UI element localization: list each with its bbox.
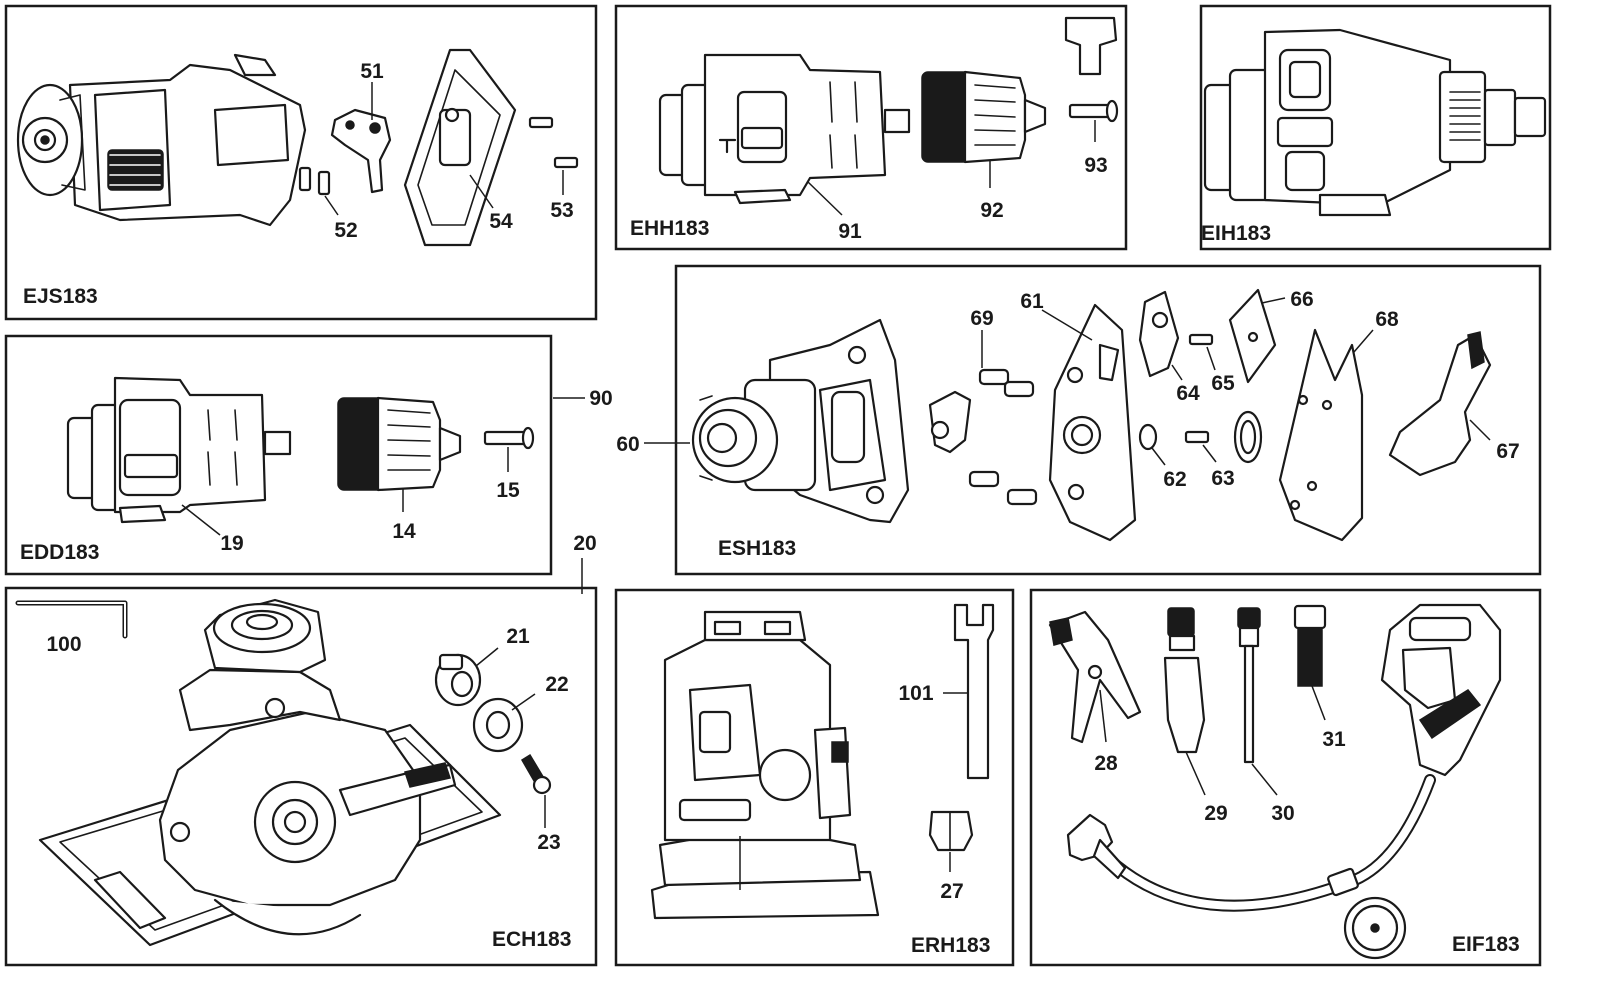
part-number-22: 22: [545, 673, 568, 696]
panel-ech183-frame: [4, 586, 598, 967]
panel-esh183: 60 69 61 64 65 66 68 62 63 67 ESH183: [616, 264, 1542, 576]
panel-eih183: EIH183: [1199, 4, 1552, 251]
part-number-66: 66: [1290, 288, 1313, 311]
part-67-finger-attachment: [1388, 331, 1492, 477]
part-28-clip: [1048, 610, 1142, 744]
part-number-63: 63: [1211, 467, 1234, 490]
panel-ech183: 100 21 22 23 ECH183: [4, 586, 598, 967]
shared-callout-90: 90: [553, 387, 613, 410]
router-drawing: [650, 610, 880, 920]
model-label-ehh183: EHH183: [630, 217, 709, 240]
part-number-101: 101: [898, 682, 933, 705]
part-number-29: 29: [1204, 802, 1227, 825]
panel-edd183-frame: [4, 334, 553, 576]
part-14-chuck: [337, 396, 462, 512]
impact-head-drawing: [1203, 28, 1547, 217]
part-number-20: 20: [573, 532, 596, 555]
part-number-64: 64: [1176, 382, 1200, 405]
part-30-needle: [1237, 607, 1278, 796]
part-number-53: 53: [550, 199, 573, 222]
part-66-plate: [1228, 288, 1286, 384]
part-number-52: 52: [334, 219, 357, 242]
drill-driver-head-drawing: [66, 376, 292, 536]
panel-ehh183: 91 92 93 EHH183: [614, 4, 1128, 251]
part-52-screws: [298, 166, 339, 216]
hammer-drill-head-drawing: [658, 53, 911, 216]
part-number-93: 93: [1084, 154, 1107, 177]
sander-small-parts: [928, 330, 1038, 506]
part-54-base-plate: [403, 48, 517, 247]
part-number-68: 68: [1375, 308, 1399, 331]
model-label-esh183: ESH183: [718, 537, 796, 560]
part-number-28: 28: [1094, 752, 1118, 775]
part-number-15: 15: [496, 479, 520, 502]
part-53-screws: [528, 116, 579, 195]
part-93-screw-and-key: [1064, 16, 1119, 142]
part-number-21: 21: [506, 625, 530, 648]
part-27-collet: [928, 810, 974, 872]
model-label-eih183: EIH183: [1201, 222, 1271, 245]
part-22-washer: [472, 693, 536, 753]
part-63-screw-and-ring: [1184, 410, 1263, 464]
model-label-ejs183: EJS183: [23, 285, 98, 308]
part-number-19: 19: [220, 532, 243, 555]
part-number-61: 61: [1020, 290, 1044, 313]
part-number-31: 31: [1322, 728, 1346, 751]
part-number-67: 67: [1496, 440, 1519, 463]
part-68-sanding-pad: [1278, 328, 1374, 542]
part-number-90: 90: [589, 387, 612, 410]
model-label-ech183: ECH183: [492, 928, 571, 951]
part-number-14: 14: [392, 520, 416, 543]
part-number-100: 100: [46, 633, 81, 656]
part-number-27: 27: [940, 880, 963, 903]
part-number-69: 69: [970, 307, 993, 330]
part-number-62: 62: [1163, 468, 1186, 491]
part-15-screw: [483, 426, 535, 472]
part-number-54: 54: [489, 210, 513, 233]
part-64-clip: [1138, 290, 1183, 381]
panel-erh183-frame: [614, 588, 1015, 967]
part-number-30: 30: [1271, 802, 1294, 825]
shared-callout-20: 20: [573, 532, 597, 594]
part-92-chuck: [921, 70, 1047, 188]
inflator-hose-drawing: [1066, 603, 1502, 960]
panel-ejs183: 51 52 54 53 EJS183: [4, 4, 598, 321]
model-label-edd183: EDD183: [20, 541, 99, 564]
part-31-adapter: [1293, 604, 1327, 721]
model-label-erh183: ERH183: [911, 934, 990, 957]
part-number-92: 92: [980, 199, 1003, 222]
part-23-bolt: [520, 753, 552, 828]
jigsaw-head-drawing: [16, 53, 307, 227]
part-65-screw: [1188, 333, 1216, 371]
part-100-hex-key: [15, 600, 128, 639]
sander-head-drawing: [691, 318, 910, 524]
part-69-sleeve-a: [978, 368, 1010, 386]
part-61-pad-base: [1041, 303, 1137, 542]
circular-saw-drawing: [38, 598, 502, 947]
panel-erh183: 101 27 ERH183: [614, 588, 1015, 967]
panel-ehh183-frame: [614, 4, 1128, 251]
part-number-23: 23: [537, 831, 560, 854]
part-101-wrench: [943, 603, 995, 780]
part-number-91: 91: [838, 220, 862, 243]
part-62-washer: [1138, 423, 1166, 466]
panel-ejs183-frame: [4, 4, 598, 321]
model-label-eif183: EIF183: [1452, 933, 1520, 956]
panel-esh183-frame: [674, 264, 1542, 576]
part-number-65: 65: [1211, 372, 1235, 395]
part-number-60: 60: [616, 433, 639, 456]
part-29-nozzle: [1163, 607, 1206, 796]
part-51-clamp: [330, 82, 392, 194]
panel-eif183-frame: [1029, 588, 1542, 967]
part-21-flange: [434, 647, 499, 707]
panel-eif183: 28 29 30 31 EIF183: [1029, 588, 1542, 967]
part-number-51: 51: [360, 60, 384, 83]
panel-eih183-frame: [1199, 4, 1552, 251]
panel-edd183: 19 14 15 EDD183: [4, 334, 553, 576]
